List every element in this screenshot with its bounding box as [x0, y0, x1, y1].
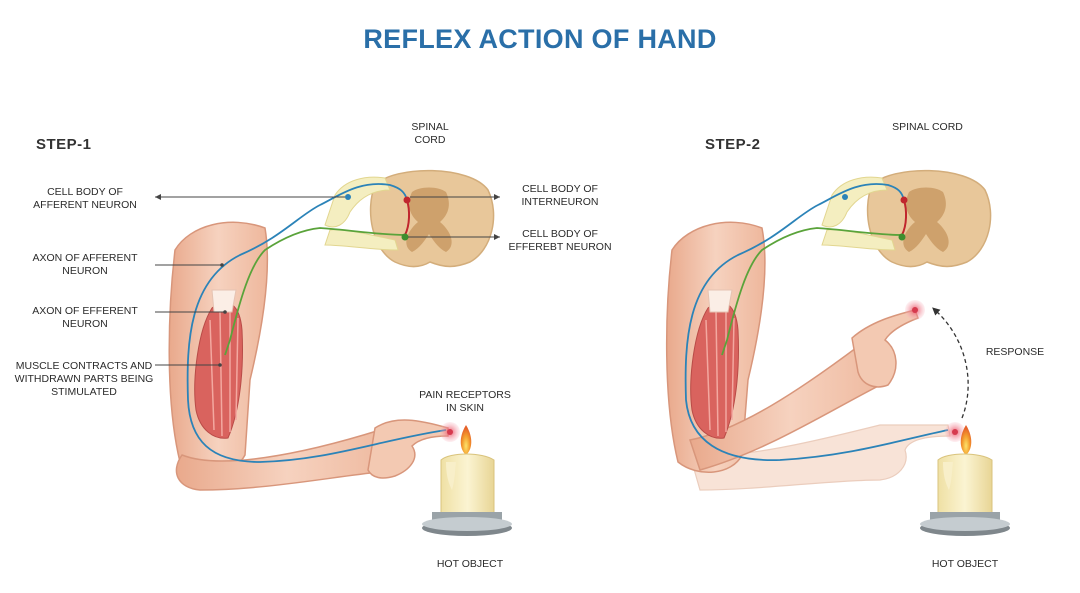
step2-candle — [920, 425, 1010, 536]
step2-response-arrow — [932, 307, 969, 419]
step1-spinal-cord — [324, 169, 495, 268]
step1-leader-lines — [155, 196, 500, 366]
step2-efferent-nerve — [721, 227, 903, 356]
step2-heading: STEP-2 — [705, 136, 761, 153]
step1-spinal-cord-label: SPINAL CORD — [411, 121, 449, 146]
response-label: RESPONSE — [985, 346, 1045, 358]
muscle-label: MUSCLE CONTRACTS AND WITHDRAWN PARTS BEI… — [14, 360, 154, 398]
cell-body-afferent-label: CELL BODY OF AFFERENT NEURON — [33, 186, 137, 211]
step1-pain-receptor — [440, 422, 460, 442]
step2-spinal-cord — [821, 169, 992, 268]
step2-pain-receptors — [905, 300, 965, 442]
step1-candle — [422, 425, 512, 536]
step2-spinal-cord-label: SPINAL CORD — [892, 121, 963, 133]
diagram-title: REFLEX ACTION OF HAND — [363, 24, 717, 54]
step1-arm — [168, 221, 449, 491]
cell-body-efferent-label: CELL BODY OF EFFEREBT NEURON — [508, 228, 612, 253]
axon-efferent-label: AXON OF EFFERENT NEURON — [32, 305, 138, 330]
step2-afferent-nerve — [684, 183, 949, 461]
step1-hot-object-label: HOT OBJECT — [436, 558, 504, 570]
step1-efferent-nerve — [224, 227, 406, 356]
step1-afferent-nerve — [186, 183, 447, 463]
pain-receptors-label: PAIN RECEPTORS IN SKIN — [419, 389, 511, 414]
step2-arm — [665, 221, 951, 491]
step2-hot-object-label: HOT OBJECT — [931, 558, 999, 570]
axon-afferent-label: AXON OF AFFERENT NEURON — [32, 252, 138, 277]
step1-heading: STEP-1 — [36, 136, 92, 153]
cell-body-interneuron-label: CELL BODY OF INTERNEURON — [521, 183, 599, 208]
